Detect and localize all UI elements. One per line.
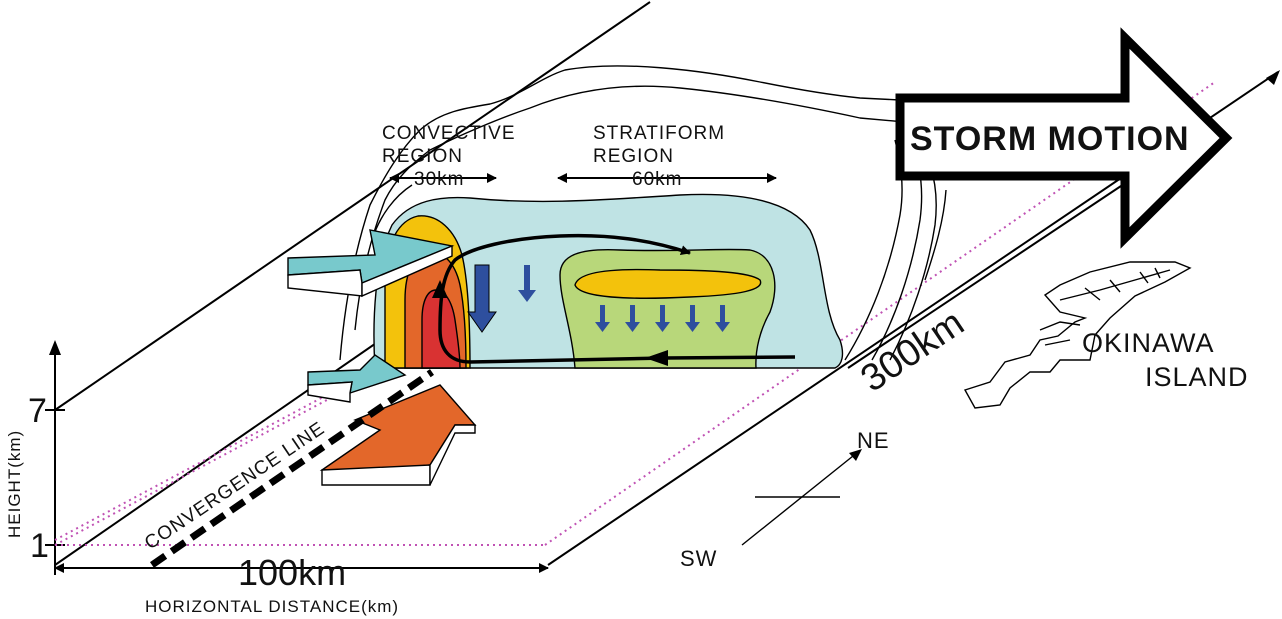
- stratiform-width-label: 60km: [632, 169, 682, 190]
- height-axis-label: HEIGHT(km): [5, 430, 24, 538]
- streamline-arrowhead-inner: [432, 280, 448, 298]
- upper-inflow-arrow: [287, 229, 455, 298]
- circulation-streamline: [438, 233, 796, 364]
- perspective-box-frame: [45, 1, 1279, 575]
- height-tick-7: 7: [28, 392, 47, 430]
- along-line-axis-arrowhead: [1266, 70, 1280, 85]
- lower-inflow-arrow: [307, 354, 407, 403]
- storm-motion-arrow: [895, 27, 1233, 249]
- convective-region-label-line2: REGION: [382, 146, 463, 167]
- okinawa-island-outline: [963, 261, 1192, 409]
- direction-sw-label: SW: [680, 546, 717, 571]
- convective-region-label-line1: CONVECTIVE: [382, 123, 516, 144]
- stratiform-reflectivity-core: [574, 268, 762, 299]
- streamline-arrowhead-lower: [645, 350, 668, 366]
- compass-arrowhead: [849, 449, 862, 461]
- stratiform-downdraft-arrows: [518, 265, 730, 332]
- horizontal-axis-label: HORIZONTAL DISTANCE(km): [145, 597, 399, 616]
- direction-ne-label: NE: [857, 428, 890, 453]
- height-axis-arrowhead: [49, 340, 61, 355]
- storm-motion-label: STORM MOTION: [910, 120, 1190, 158]
- convective-width-label: 30km: [414, 169, 464, 190]
- convergence-line-dashed: [150, 369, 434, 568]
- convective-downdraft-arrow: [467, 264, 497, 333]
- surface-inflow-arrow: [319, 384, 477, 486]
- stratiform-region-label-line1: STRATIFORM: [593, 123, 725, 144]
- island-label-line2: ISLAND: [1145, 362, 1249, 392]
- island-label-line1: OKINAWA: [1082, 328, 1215, 358]
- along-line-scale-label: 300km: [854, 302, 972, 401]
- compass-indicator: [741, 451, 859, 546]
- stratiform-region-label-line2: REGION: [593, 146, 674, 167]
- horizontal-scale-label: 100km: [238, 552, 346, 593]
- height-tick-1: 1: [30, 527, 49, 565]
